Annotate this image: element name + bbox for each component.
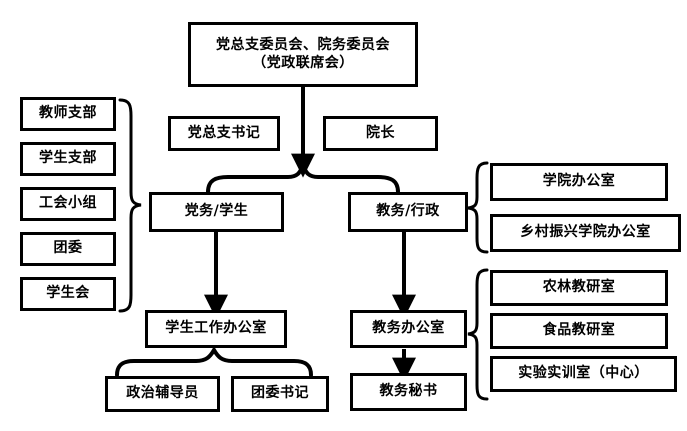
node-lab-training-center-label: 实验实训室（中心） bbox=[518, 365, 649, 382]
node-top-committee[interactable]: 党总支委员会、院务委员会 （党政联席会） bbox=[188, 22, 418, 87]
brace-left-group bbox=[118, 98, 142, 313]
node-party-student-affairs[interactable]: 党务/学生 bbox=[149, 192, 284, 232]
node-academic-affairs-office[interactable]: 教务办公室 bbox=[350, 310, 467, 348]
node-student-branch[interactable]: 学生支部 bbox=[20, 142, 116, 176]
node-union-group-label: 工会小组 bbox=[39, 195, 97, 212]
node-teacher-branch-label: 教师支部 bbox=[39, 105, 97, 122]
node-political-counselor-label: 政治辅导员 bbox=[126, 385, 199, 402]
node-league-secretary-label: 团委书记 bbox=[251, 385, 309, 402]
node-rural-revitalization-office[interactable]: 乡村振兴学院办公室 bbox=[490, 214, 681, 252]
node-agroforestry-teaching-office-label: 农林教研室 bbox=[542, 279, 616, 296]
node-student-branch-label: 学生支部 bbox=[39, 150, 97, 167]
node-student-union[interactable]: 学生会 bbox=[20, 277, 116, 311]
node-academic-administration-label: 教务/行政 bbox=[376, 203, 440, 220]
node-dean[interactable]: 院长 bbox=[323, 116, 438, 151]
node-teacher-branch[interactable]: 教师支部 bbox=[20, 97, 116, 131]
node-top-committee-line2: （党政联席会） bbox=[252, 54, 354, 71]
node-top-committee-line1: 党总支委员会、院务委员会 bbox=[216, 37, 390, 53]
node-league-secretary[interactable]: 团委书记 bbox=[231, 376, 329, 412]
node-academic-affairs-office-label: 教务办公室 bbox=[372, 320, 445, 337]
node-college-office-label: 学院办公室 bbox=[542, 173, 616, 190]
node-lab-training-center[interactable]: 实验实训室（中心） bbox=[490, 356, 677, 392]
brace-student-office-children bbox=[115, 345, 313, 377]
node-food-teaching-office-label: 食品教研室 bbox=[542, 322, 616, 339]
node-student-work-office[interactable]: 学生工作办公室 bbox=[145, 310, 287, 348]
node-party-secretary[interactable]: 党总支书记 bbox=[168, 116, 280, 151]
node-college-office[interactable]: 学院办公室 bbox=[490, 163, 668, 201]
node-student-union-label: 学生会 bbox=[46, 285, 90, 302]
node-food-teaching-office[interactable]: 食品教研室 bbox=[490, 313, 668, 349]
brace-split-to-branches bbox=[206, 161, 400, 194]
node-agroforestry-teaching-office[interactable]: 农林教研室 bbox=[490, 270, 668, 306]
node-party-student-affairs-label: 党务/学生 bbox=[184, 203, 249, 220]
brace-right-group-lower bbox=[467, 268, 489, 401]
node-rural-revitalization-office-label: 乡村振兴学院办公室 bbox=[520, 224, 651, 241]
node-union-group[interactable]: 工会小组 bbox=[20, 187, 116, 221]
node-academic-administration[interactable]: 教务/行政 bbox=[348, 192, 468, 232]
brace-right-group-upper bbox=[467, 161, 489, 254]
node-student-work-office-label: 学生工作办公室 bbox=[165, 320, 267, 337]
node-academic-secretary-label: 教务秘书 bbox=[379, 383, 438, 400]
node-youth-league-label: 团委 bbox=[53, 240, 83, 257]
node-political-counselor[interactable]: 政治辅导员 bbox=[105, 376, 220, 412]
node-dean-label: 院长 bbox=[366, 124, 395, 141]
node-academic-secretary[interactable]: 教务秘书 bbox=[350, 373, 467, 411]
node-youth-league[interactable]: 团委 bbox=[20, 232, 116, 266]
node-party-secretary-label: 党总支书记 bbox=[187, 124, 261, 141]
